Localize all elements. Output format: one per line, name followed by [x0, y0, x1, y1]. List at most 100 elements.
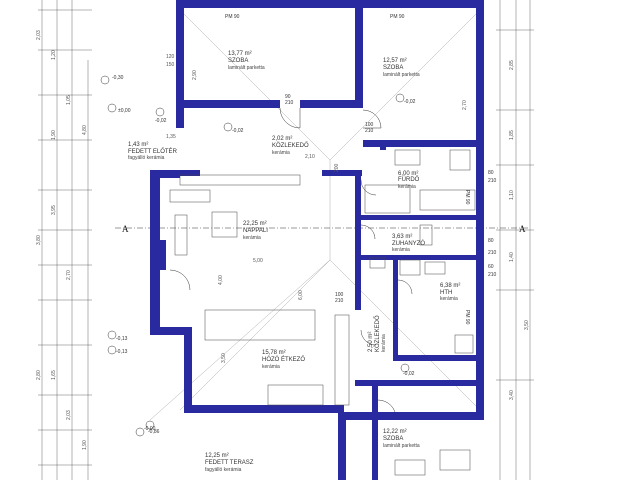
elevation-markers: -0,30 ±0,00 -0,02 -0,13 -0,13 -0,86 -0,0… — [100, 75, 416, 437]
svg-text:1,90: 1,90 — [51, 130, 57, 140]
window-label: PM 90 — [464, 310, 470, 325]
svg-text:1,05: 1,05 — [66, 95, 72, 105]
svg-text:2,90: 2,90 — [192, 70, 198, 80]
svg-text:kerámia: kerámia — [398, 184, 416, 190]
svg-text:4,80: 4,80 — [82, 125, 88, 135]
svg-text:ZUHANYZÓ: ZUHANYZÓ — [392, 240, 425, 247]
svg-text:13,77 m²: 13,77 m² — [228, 51, 252, 57]
svg-text:12,57 m²: 12,57 m² — [383, 58, 407, 64]
svg-text:FEDETT TERASZ: FEDETT TERASZ — [205, 460, 254, 466]
svg-text:3,95: 3,95 — [51, 205, 57, 215]
svg-text:laminált parketta: laminált parketta — [228, 65, 265, 71]
svg-text:210: 210 — [488, 178, 497, 184]
svg-text:±0,00: ±0,00 — [118, 108, 131, 114]
left-dimension-texts: 2,03 1,20 1,05 1,90 3,80 4,80 3,95 2,70 … — [36, 30, 88, 450]
section-mark-left: A — [122, 224, 129, 234]
svg-text:-0,02: -0,02 — [232, 128, 244, 134]
svg-text:2,70: 2,70 — [462, 100, 468, 110]
section-mark-right: A — [519, 224, 526, 234]
svg-text:-0,02: -0,02 — [155, 118, 167, 124]
svg-text:kerámia: kerámia — [381, 334, 387, 352]
svg-text:kerámia: kerámia — [392, 247, 410, 253]
svg-text:210: 210 — [488, 250, 497, 256]
svg-text:kerámia: kerámia — [272, 150, 290, 156]
svg-text:6,38 m²: 6,38 m² — [440, 283, 460, 289]
svg-text:1,35: 1,35 — [166, 134, 176, 140]
svg-text:2,03: 2,03 — [36, 30, 42, 40]
svg-text:HÓZÓ ÉTKEZŐ: HÓZÓ ÉTKEZŐ — [262, 356, 305, 363]
svg-text:3,40: 3,40 — [509, 390, 515, 400]
svg-text:1,90: 1,90 — [82, 440, 88, 450]
window-label: PM 90 — [464, 190, 470, 205]
svg-text:80: 80 — [488, 238, 494, 244]
svg-text:210: 210 — [285, 100, 294, 106]
svg-text:100: 100 — [335, 292, 344, 298]
svg-text:NAPPALI: NAPPALI — [243, 228, 268, 234]
svg-text:60: 60 — [488, 264, 494, 270]
svg-text:FÜRDŐ: FÜRDŐ — [398, 176, 420, 183]
svg-text:3,50: 3,50 — [221, 353, 227, 363]
svg-text:2,80: 2,80 — [36, 370, 42, 380]
svg-text:fagyálló kerámia: fagyálló kerámia — [128, 155, 165, 161]
svg-text:210: 210 — [335, 298, 344, 304]
svg-text:3,80: 3,80 — [36, 235, 42, 245]
svg-text:-0,30: -0,30 — [112, 75, 124, 81]
svg-text:80: 80 — [488, 170, 494, 176]
svg-text:2,10: 2,10 — [305, 154, 315, 160]
svg-text:12,25 m²: 12,25 m² — [205, 453, 229, 459]
svg-text:-0,86: -0,86 — [148, 429, 160, 435]
svg-text:-0,13: -0,13 — [116, 349, 128, 355]
svg-text:120: 120 — [166, 54, 175, 60]
svg-text:100: 100 — [365, 122, 374, 128]
svg-text:2,85: 2,85 — [509, 60, 515, 70]
svg-text:2,02 m²: 2,02 m² — [272, 136, 292, 142]
svg-text:laminált parketta: laminált parketta — [383, 443, 420, 449]
svg-text:3,50: 3,50 — [524, 320, 530, 330]
svg-text:1,65: 1,65 — [51, 370, 57, 380]
svg-text:1,10: 1,10 — [509, 190, 515, 200]
svg-text:1,43 m²: 1,43 m² — [128, 142, 148, 148]
svg-text:5,00: 5,00 — [253, 258, 263, 264]
svg-text:SZOBA: SZOBA — [383, 436, 403, 442]
svg-text:90: 90 — [285, 94, 291, 100]
svg-text:22,25 m²: 22,25 m² — [243, 221, 267, 227]
top-dimension-texts: 120 150 2,90 1,35 200 — [166, 54, 340, 172]
left-dimension-lines — [38, 0, 92, 480]
svg-text:fagyálló kerámia: fagyálló kerámia — [205, 467, 242, 473]
svg-text:SZOBA: SZOBA — [383, 65, 403, 71]
svg-text:3,63 m²: 3,63 m² — [392, 234, 412, 240]
svg-text:SZOBA: SZOBA — [228, 58, 248, 64]
svg-text:1,20: 1,20 — [51, 50, 57, 60]
svg-text:15,78 m²: 15,78 m² — [262, 350, 286, 356]
svg-text:KÖZLEKEDŐ: KÖZLEKEDŐ — [374, 315, 381, 352]
svg-text:-0,00: -0,00 — [144, 426, 156, 432]
svg-text:HTH: HTH — [440, 290, 452, 296]
right-dimension-texts: 2,85 1,85 1,10 1,40 3,50 3,40 — [509, 60, 530, 400]
svg-text:KÖZLEKEDŐ: KÖZLEKEDŐ — [272, 142, 309, 149]
svg-text:4,00: 4,00 — [218, 275, 224, 285]
interior-walls — [160, 8, 476, 480]
svg-text:6,00: 6,00 — [298, 290, 304, 300]
svg-text:6,00 m²: 6,00 m² — [398, 171, 418, 177]
svg-text:kerámia: kerámia — [262, 364, 280, 370]
svg-text:200: 200 — [334, 163, 340, 172]
window-labels: PM 90 PM 90 PM 90 PM 90 — [225, 14, 470, 325]
svg-text:laminált parketta: laminált parketta — [383, 72, 420, 78]
exterior-walls — [150, 0, 484, 480]
svg-text:12,22 m²: 12,22 m² — [383, 429, 407, 435]
section-line: A A — [115, 224, 530, 234]
svg-text:2,50 m²: 2,50 m² — [368, 332, 374, 352]
right-dimension-lines — [496, 0, 534, 480]
svg-text:-0,02: -0,02 — [403, 371, 415, 377]
